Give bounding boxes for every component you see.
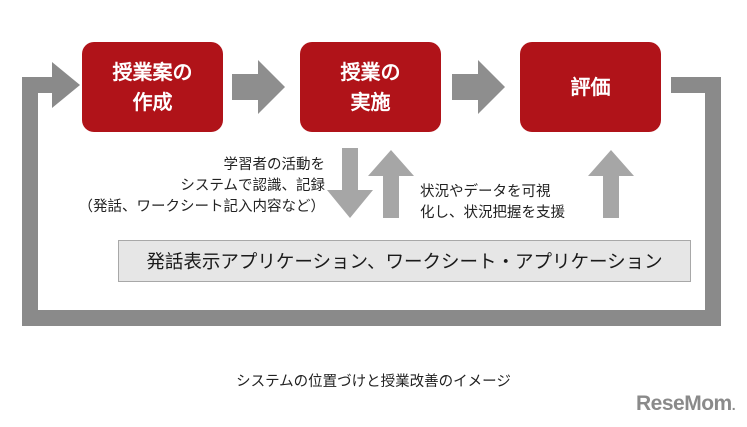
right-note-line2: 化し、状況把握を支援 — [420, 205, 565, 221]
box-execute-line1: 授業の — [340, 60, 401, 84]
box-evaluate: 評価 — [520, 42, 661, 132]
application-bar: 発話表示アプリケーション、ワークシート・アプリケーション — [118, 240, 691, 282]
arrow-up-visualize — [368, 150, 414, 218]
arrow-execute-to-evaluate — [452, 60, 505, 114]
figure-caption: システムの位置づけと授業改善のイメージ — [236, 374, 511, 390]
process-diagram: 授業案の 作成 授業の 実施 評価 学習者の活動を システムで認識、記録 （発話… — [22, 42, 721, 326]
arrow-down-record — [327, 148, 373, 218]
left-note-line1: 学習者の活動を — [223, 157, 326, 173]
box-plan: 授業案の 作成 — [82, 42, 223, 132]
logo-suffix: . — [731, 397, 736, 413]
box-plan-line2: 作成 — [132, 90, 173, 114]
arrow-up-evaluate — [588, 150, 634, 218]
resemom-logo: ReseMom. — [636, 392, 736, 416]
box-execute: 授業の 実施 — [300, 42, 441, 132]
right-note-line1: 状況やデータを可視 — [420, 184, 551, 200]
arrow-plan-to-execute — [232, 60, 285, 114]
feedback-loop-line — [22, 77, 721, 326]
box-plan-line1: 授業案の — [112, 60, 193, 84]
flow-arrows — [22, 60, 721, 326]
box-execute-line2: 実施 — [350, 90, 391, 114]
box-evaluate-line1: 評価 — [570, 75, 611, 99]
feedback-loop-arrowhead — [52, 62, 80, 108]
left-note: 学習者の活動を システムで認識、記録 （発話、ワークシート記入内容など） — [79, 155, 326, 218]
right-note: 状況やデータを可視 化し、状況把握を支援 — [420, 182, 565, 224]
left-note-line3: （発話、ワークシート記入内容など） — [78, 199, 326, 215]
left-note-line2: システムで認識、記録 — [180, 178, 325, 194]
logo-text: ReseMom — [636, 392, 732, 415]
